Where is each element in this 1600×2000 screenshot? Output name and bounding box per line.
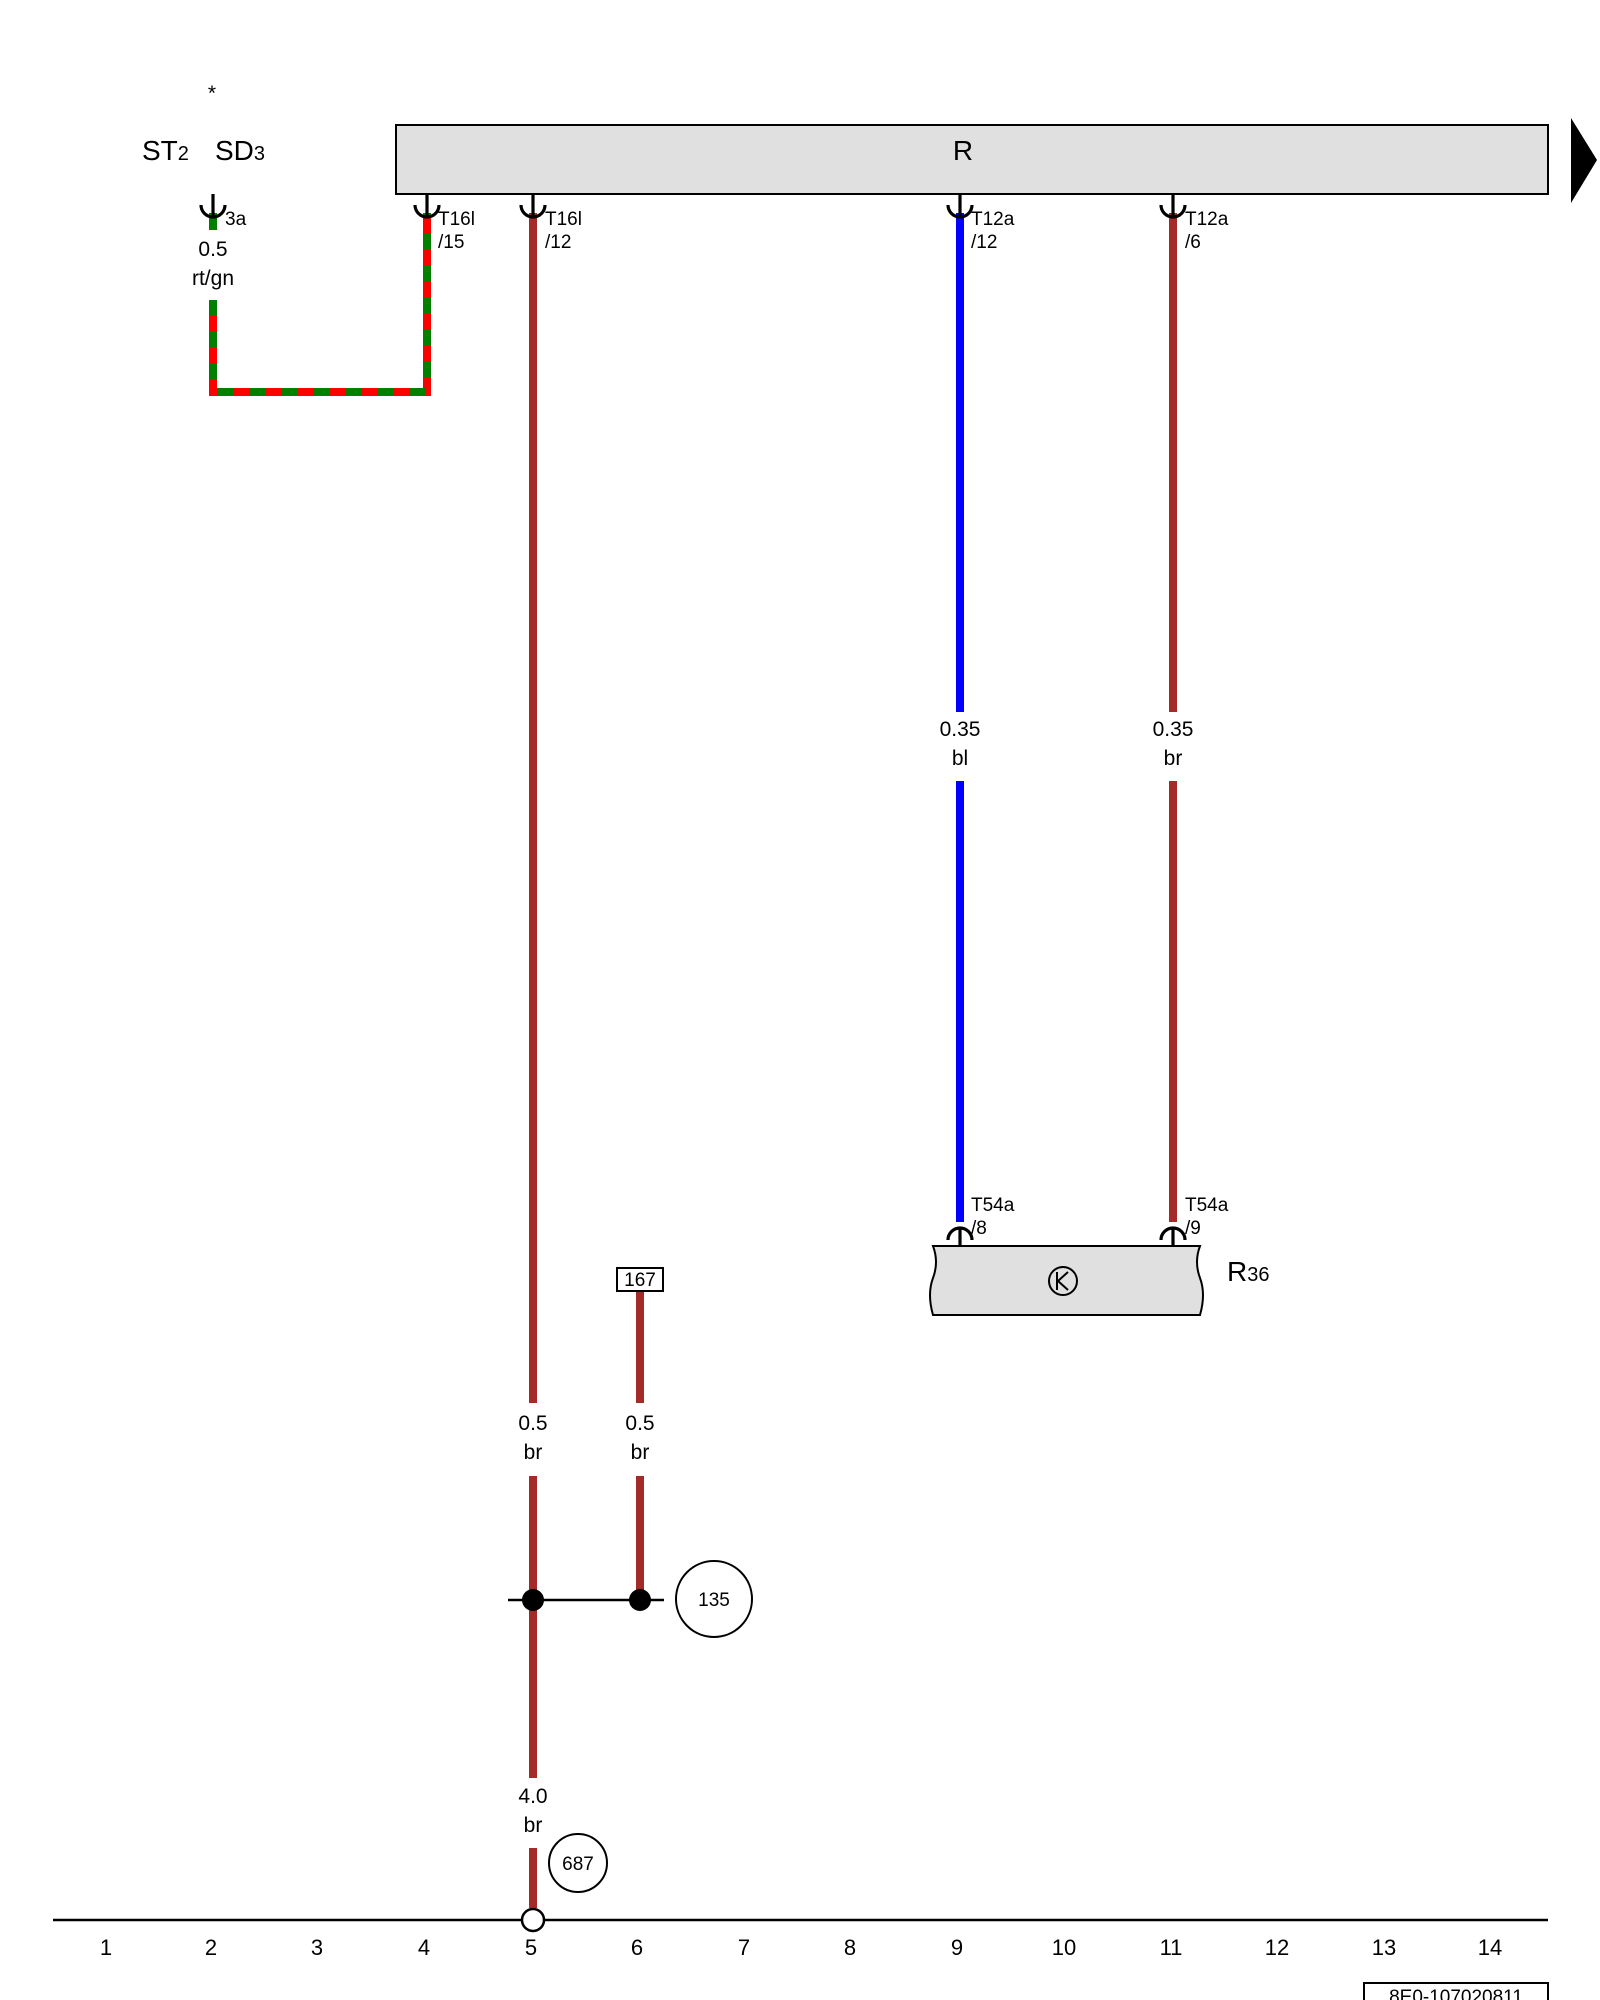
column-number: 13 [1372, 1935, 1396, 1960]
column-number: 1 [100, 1935, 112, 1960]
connector-t16l-12-name: T16l [545, 209, 582, 230]
splice-node-col6 [629, 1589, 651, 1611]
connector-icon-t12a-6 [1159, 194, 1187, 219]
connector-t54a-9-name: T54a [1185, 1195, 1229, 1216]
doc-number-label: 8E0-107020811 [1389, 1987, 1523, 2000]
module-r36-label: R36 [1227, 1256, 1269, 1287]
column-number: 4 [418, 1935, 430, 1960]
transceiver-icon [1048, 1266, 1078, 1296]
column-number: 7 [738, 1935, 750, 1960]
connector-t54a-8-name: T54a [971, 1195, 1015, 1216]
module-r-box [395, 124, 1549, 195]
column-number: 14 [1478, 1935, 1502, 1960]
wire-label-size: 0.5 [198, 238, 227, 261]
connector-t12a-12-pin: /12 [971, 232, 997, 253]
wire-rt-gn [209, 213, 431, 396]
column-number: 2 [205, 1935, 217, 1960]
column-numbers: 1 2 3 4 5 6 7 8 9 10 11 12 13 14 [100, 1935, 1502, 1960]
wire-label-size: 0.35 [1153, 718, 1194, 741]
column-number: 5 [525, 1935, 537, 1960]
ground-ref-687 [548, 1833, 608, 1893]
wire-label-color: rt/gn [192, 267, 234, 290]
fuse-st-main: ST [142, 135, 178, 166]
connector-icon-t54a-9 [1159, 1226, 1187, 1246]
connector-t16l-12-pin: /12 [545, 232, 571, 253]
connector-t12a-6-pin: /6 [1185, 232, 1201, 253]
connector-t16l-15-pin: /15 [438, 232, 464, 253]
module-r36-sub: 36 [1247, 1264, 1269, 1286]
module-r36-box [929, 1245, 1204, 1316]
connector-icon-t12a-12 [946, 194, 974, 219]
connector-t54a-9-pin: /9 [1185, 1218, 1201, 1239]
connector-icon-t16l-15 [413, 194, 441, 219]
module-r-label: R [953, 135, 973, 166]
connector-3a-label: 3a [225, 209, 247, 230]
column-number: 10 [1052, 1935, 1076, 1960]
splice-node-col5 [522, 1589, 544, 1611]
wire-label-size: 0.5 [518, 1412, 547, 1435]
fuse-st2-label: ST2 [142, 135, 189, 166]
wire-label-color: bl [952, 747, 968, 770]
ref-box-167-label: 167 [624, 1270, 656, 1291]
connector-t16l-15-name: T16l [438, 209, 475, 230]
ground-junction-icon [520, 1907, 546, 1933]
column-number: 3 [311, 1935, 323, 1960]
column-number: 12 [1265, 1935, 1289, 1960]
wire-label-color: br [1164, 747, 1183, 770]
wire-label-size: 4.0 [518, 1785, 547, 1808]
wire-label-color: br [524, 1814, 543, 1837]
ground-ref-687-label: 687 [562, 1854, 594, 1875]
wire-label-size: 0.35 [940, 718, 981, 741]
fuse-sd3-label: SD3 [215, 135, 265, 166]
column-number: 9 [951, 1935, 963, 1960]
connector-t54a-8-pin: /8 [971, 1218, 987, 1239]
connector-t12a-6-name: T12a [1185, 209, 1229, 230]
fuse-sd-main: SD [215, 135, 254, 166]
fuse-st-sub: 2 [178, 143, 189, 165]
column-number: 11 [1160, 1935, 1183, 1960]
ground-ref-135 [675, 1560, 753, 1638]
column-number: 6 [631, 1935, 643, 1960]
wire-label-color: br [631, 1441, 650, 1464]
fuse-sd-sub: 3 [254, 143, 265, 165]
ground-ref-135-label: 135 [698, 1590, 730, 1611]
ref-box-167 [616, 1267, 664, 1292]
connector-icon-t16l-12 [519, 194, 547, 219]
doc-number-box [1363, 1982, 1549, 2000]
connector-t12a-12-name: T12a [971, 209, 1015, 230]
asterisk-mark: * [208, 82, 216, 105]
connector-icon-t54a-8 [946, 1226, 974, 1246]
wire-label-color: br [524, 1441, 543, 1464]
wire-label-size: 0.5 [625, 1412, 654, 1435]
module-r36-main: R [1227, 1256, 1247, 1287]
column-number: 8 [844, 1935, 856, 1960]
continuation-arrow-icon [1571, 118, 1597, 203]
connector-icon-sd3 [199, 194, 227, 219]
